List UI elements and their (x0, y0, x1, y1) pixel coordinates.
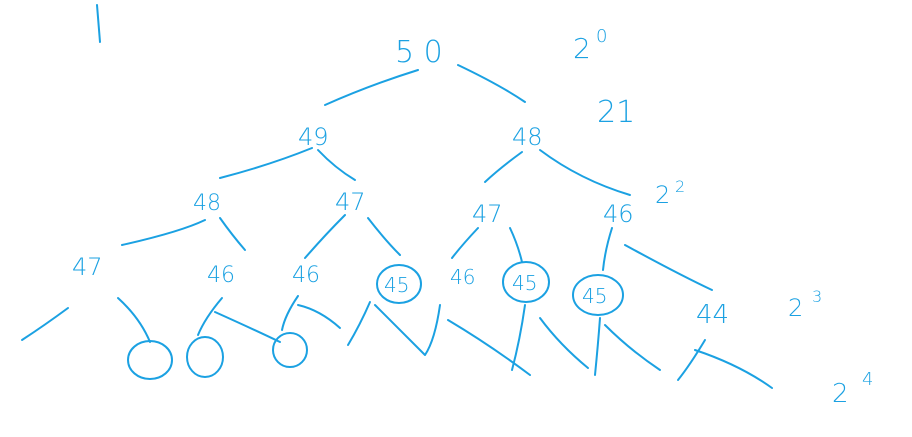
node-l3: 46 (450, 265, 475, 289)
node-l2: 48 (193, 191, 221, 216)
edge (451, 227, 479, 259)
edge (347, 301, 371, 346)
power-label-3-exp: 3 (812, 287, 822, 306)
edge (219, 147, 313, 179)
edge (281, 295, 299, 331)
leaf-circle (186, 336, 224, 378)
edge (304, 214, 346, 259)
edge (539, 317, 589, 369)
edge (484, 151, 523, 183)
edge (602, 227, 613, 271)
edge (367, 217, 401, 256)
edge (117, 297, 151, 343)
edge (694, 349, 773, 389)
power-label-0-exp: 0 (596, 26, 607, 47)
edge (457, 64, 526, 103)
node-l3-circled: 45 (582, 284, 607, 308)
edge (324, 69, 419, 106)
edge (624, 244, 713, 291)
leaf-circle (127, 340, 173, 380)
circle-mark (572, 274, 624, 316)
edge (197, 297, 223, 336)
edge (677, 339, 706, 381)
edge (509, 227, 523, 263)
node-l3-circled: 45 (384, 273, 409, 297)
power-label-4-base: 2 (832, 379, 849, 409)
node-l3: 46 (207, 263, 235, 288)
edge (511, 304, 526, 371)
leaf-circle (272, 332, 308, 368)
edge (21, 307, 69, 341)
node-l3: 47 (72, 253, 103, 281)
edge (447, 319, 531, 376)
edge (219, 217, 246, 251)
edge (604, 324, 661, 371)
node-l3: 44 (696, 300, 729, 330)
node-l3-circled: 45 (512, 271, 537, 295)
edge (374, 304, 441, 356)
edge (121, 219, 206, 246)
circle-mark (376, 264, 422, 304)
power-label-2-base: 2 (655, 181, 670, 209)
node-l1: 49 (298, 123, 329, 151)
power-label-1: 21 (597, 95, 635, 130)
circle-mark (502, 261, 550, 303)
node-l2: 47 (335, 188, 366, 216)
root-node: 5 0 (395, 35, 443, 70)
power-label-4-exp: 4 (862, 369, 873, 390)
power-label-3-base: 2 (788, 294, 803, 322)
edge (297, 304, 341, 329)
power-label-2-exp: 2 (675, 177, 685, 196)
node-l3: 46 (292, 263, 320, 288)
power-label-0-base: 2 (573, 32, 591, 65)
node-l2: 46 (603, 200, 634, 228)
edge (594, 317, 601, 376)
stray-mark (96, 4, 101, 43)
node-l1: 48 (512, 123, 543, 151)
edge (317, 149, 356, 181)
edge (214, 311, 281, 343)
edge (539, 149, 631, 196)
node-l2: 47 (472, 200, 503, 228)
